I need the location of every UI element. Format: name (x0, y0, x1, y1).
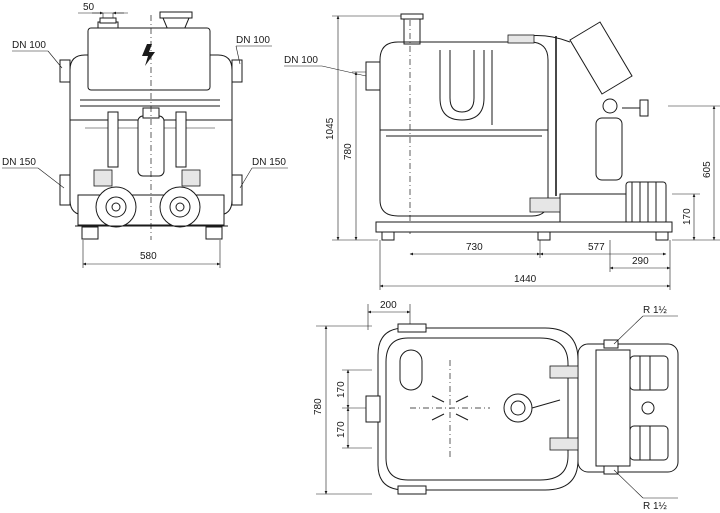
dim-label-1045: 1045 (325, 117, 336, 140)
top-vent-opening (503, 393, 533, 423)
dim-label-200: 200 (380, 300, 397, 311)
side-view: 1045 780 DN 100 (284, 13, 720, 290)
front-flange-left-bottom (59, 174, 71, 206)
label-dn100-side: DN 100 (284, 55, 318, 66)
dim-label-50: 50 (83, 2, 95, 13)
dim-label-780: 780 (343, 143, 354, 160)
top-tank-body (377, 327, 579, 491)
side-inlet-flange (365, 61, 381, 91)
side-pump (559, 193, 627, 223)
label-dn150-left: DN 150 (2, 157, 36, 168)
dim-label-577: 577 (588, 242, 605, 253)
label-dn100-left: DN 100 (12, 40, 46, 51)
front-vent-cap (159, 11, 193, 19)
front-pump-right (159, 186, 201, 228)
side-control-box (569, 21, 633, 95)
top-inspection-port (399, 349, 423, 391)
dim-label-730: 730 (466, 242, 483, 253)
lightning-icon (142, 44, 155, 66)
side-inlet-pipe (403, 17, 421, 45)
dim-label-170-upper: 170 (336, 381, 347, 398)
label-r-bottom: R 1½ (643, 501, 668, 512)
label-dn150-right: DN 150 (252, 157, 286, 168)
dim-label-290: 290 (632, 256, 649, 267)
top-motor-upper (629, 355, 669, 391)
front-flange-left-top (59, 59, 71, 83)
top-valve-manifold (595, 349, 631, 467)
top-flange-upper (397, 323, 427, 333)
dim-label-1440: 1440 (514, 274, 537, 285)
top-flange-inlet (365, 395, 381, 423)
top-pressure-gauge (641, 401, 655, 415)
side-pressure-vessel (595, 117, 623, 181)
dim-label-170-side: 170 (682, 208, 693, 225)
front-view: 50 (2, 2, 288, 268)
side-pressure-gauge (602, 98, 618, 114)
side-tank-body (379, 41, 549, 217)
dim-label-580: 580 (140, 251, 157, 262)
dim-label-780-top: 780 (313, 398, 324, 415)
top-view: 200 780 170 170 (313, 300, 679, 512)
label-r-top: R 1½ (643, 305, 668, 316)
front-flange-right-top (231, 59, 243, 83)
dim-label-170-lower: 170 (336, 421, 347, 438)
top-flange-lower (397, 485, 427, 495)
side-base-frame (375, 221, 673, 233)
front-flange-right-bottom (231, 174, 243, 206)
top-motor-lower (629, 425, 669, 461)
dim-label-605: 605 (702, 161, 713, 178)
front-pump-left (95, 186, 137, 228)
label-dn100-right: DN 100 (236, 35, 270, 46)
